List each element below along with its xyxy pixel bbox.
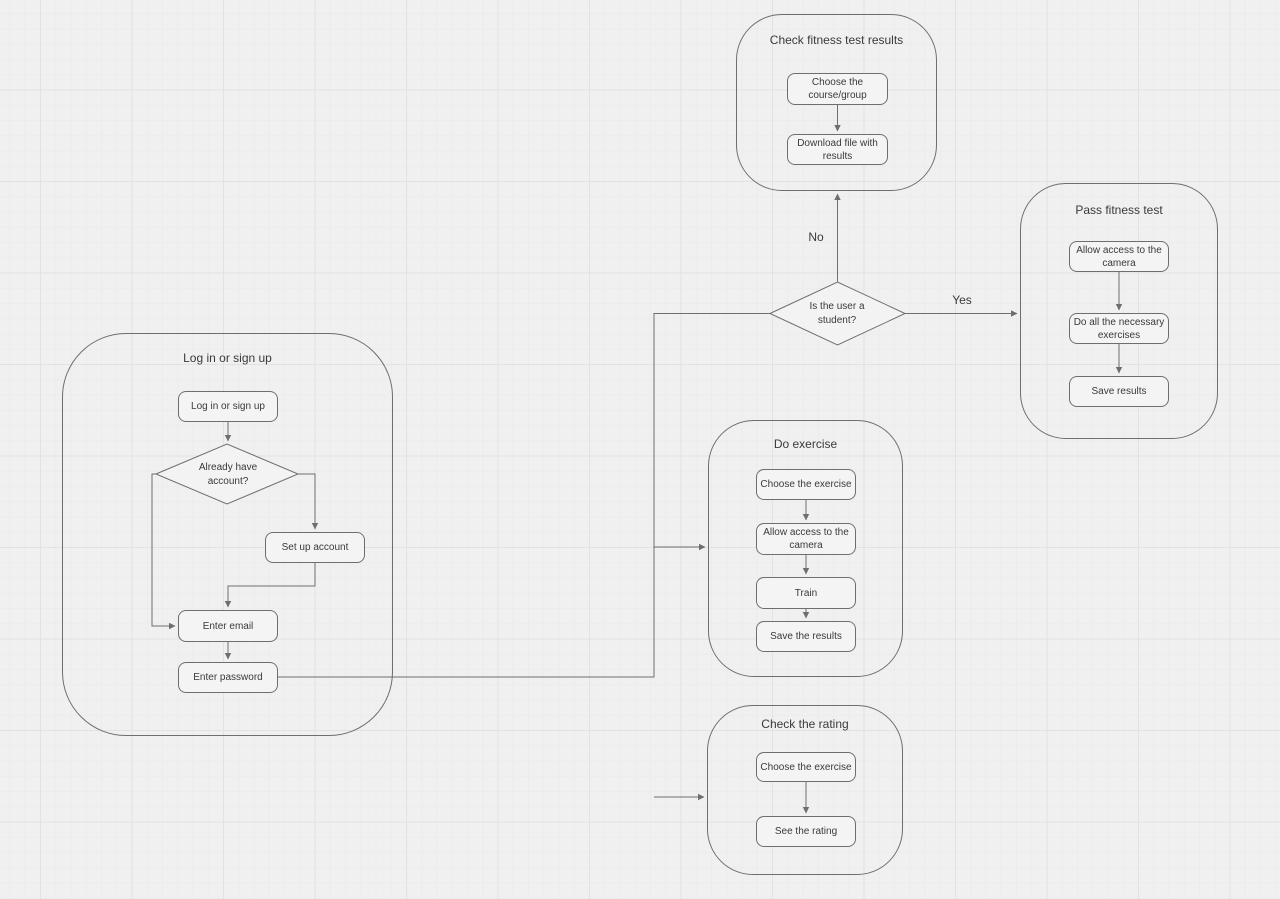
node-save-results[interactable]: Save results bbox=[1069, 376, 1169, 407]
group-title: Check fitness test results bbox=[769, 33, 904, 47]
node-log-in-or-sign-up[interactable]: Log in or sign up bbox=[178, 391, 278, 422]
decision-already-have-account[interactable] bbox=[154, 443, 300, 505]
edge-label-no: No bbox=[808, 230, 824, 244]
node-enter-password[interactable]: Enter password bbox=[178, 662, 278, 693]
edge-label-yes: Yes bbox=[952, 293, 972, 307]
node-see-the-rating[interactable]: See the rating bbox=[756, 816, 856, 847]
edge-account-decision-to-set-up-account[interactable] bbox=[298, 473, 319, 530]
group-title: Pass fitness test bbox=[1075, 203, 1163, 217]
node-choose-the-exercise-do[interactable]: Choose the exercise bbox=[756, 469, 856, 500]
group-pass-fitness-test[interactable]: Pass fitness test bbox=[1020, 183, 1218, 439]
edge-account-decision-to-enter-email[interactable] bbox=[151, 473, 176, 630]
edge-enter-password-to-student-decision[interactable] bbox=[278, 313, 770, 678]
node-allow-access-to-camera-pass[interactable]: Allow access to the camera bbox=[1069, 241, 1169, 272]
node-set-up-account[interactable]: Set up account bbox=[265, 532, 365, 563]
group-check-fitness-test-results[interactable]: Check fitness test results bbox=[736, 14, 937, 191]
edge-set-up-account-to-enter-email[interactable] bbox=[224, 563, 316, 608]
group-title: Check the rating bbox=[761, 717, 849, 731]
decision-is-the-user-a-student[interactable] bbox=[768, 281, 907, 346]
node-download-file-with-results[interactable]: Download file with results bbox=[787, 134, 888, 165]
group-title: Do exercise bbox=[773, 437, 838, 451]
node-train[interactable]: Train bbox=[756, 577, 856, 609]
node-enter-email[interactable]: Enter email bbox=[178, 610, 278, 642]
group-do-exercise[interactable]: Do exercise bbox=[708, 420, 903, 677]
decision-label-already-have-account: Already have account? bbox=[198, 462, 258, 487]
group-log-in-or-sign-up[interactable]: Log in or sign up bbox=[62, 333, 393, 736]
node-choose-the-course-group[interactable]: Choose the course/group bbox=[787, 73, 888, 105]
node-save-the-results[interactable]: Save the results bbox=[756, 621, 856, 652]
node-do-all-necessary-exercises[interactable]: Do all the necessary exercises bbox=[1069, 313, 1169, 344]
node-choose-the-exercise-rating[interactable]: Choose the exercise bbox=[756, 752, 856, 782]
group-title: Log in or sign up bbox=[183, 351, 272, 365]
group-check-the-rating[interactable]: Check the rating bbox=[707, 705, 903, 875]
decision-label-is-the-user-a-student: Is the user a student? bbox=[809, 301, 865, 326]
node-allow-access-to-camera-do[interactable]: Allow access to the camera bbox=[756, 523, 856, 555]
